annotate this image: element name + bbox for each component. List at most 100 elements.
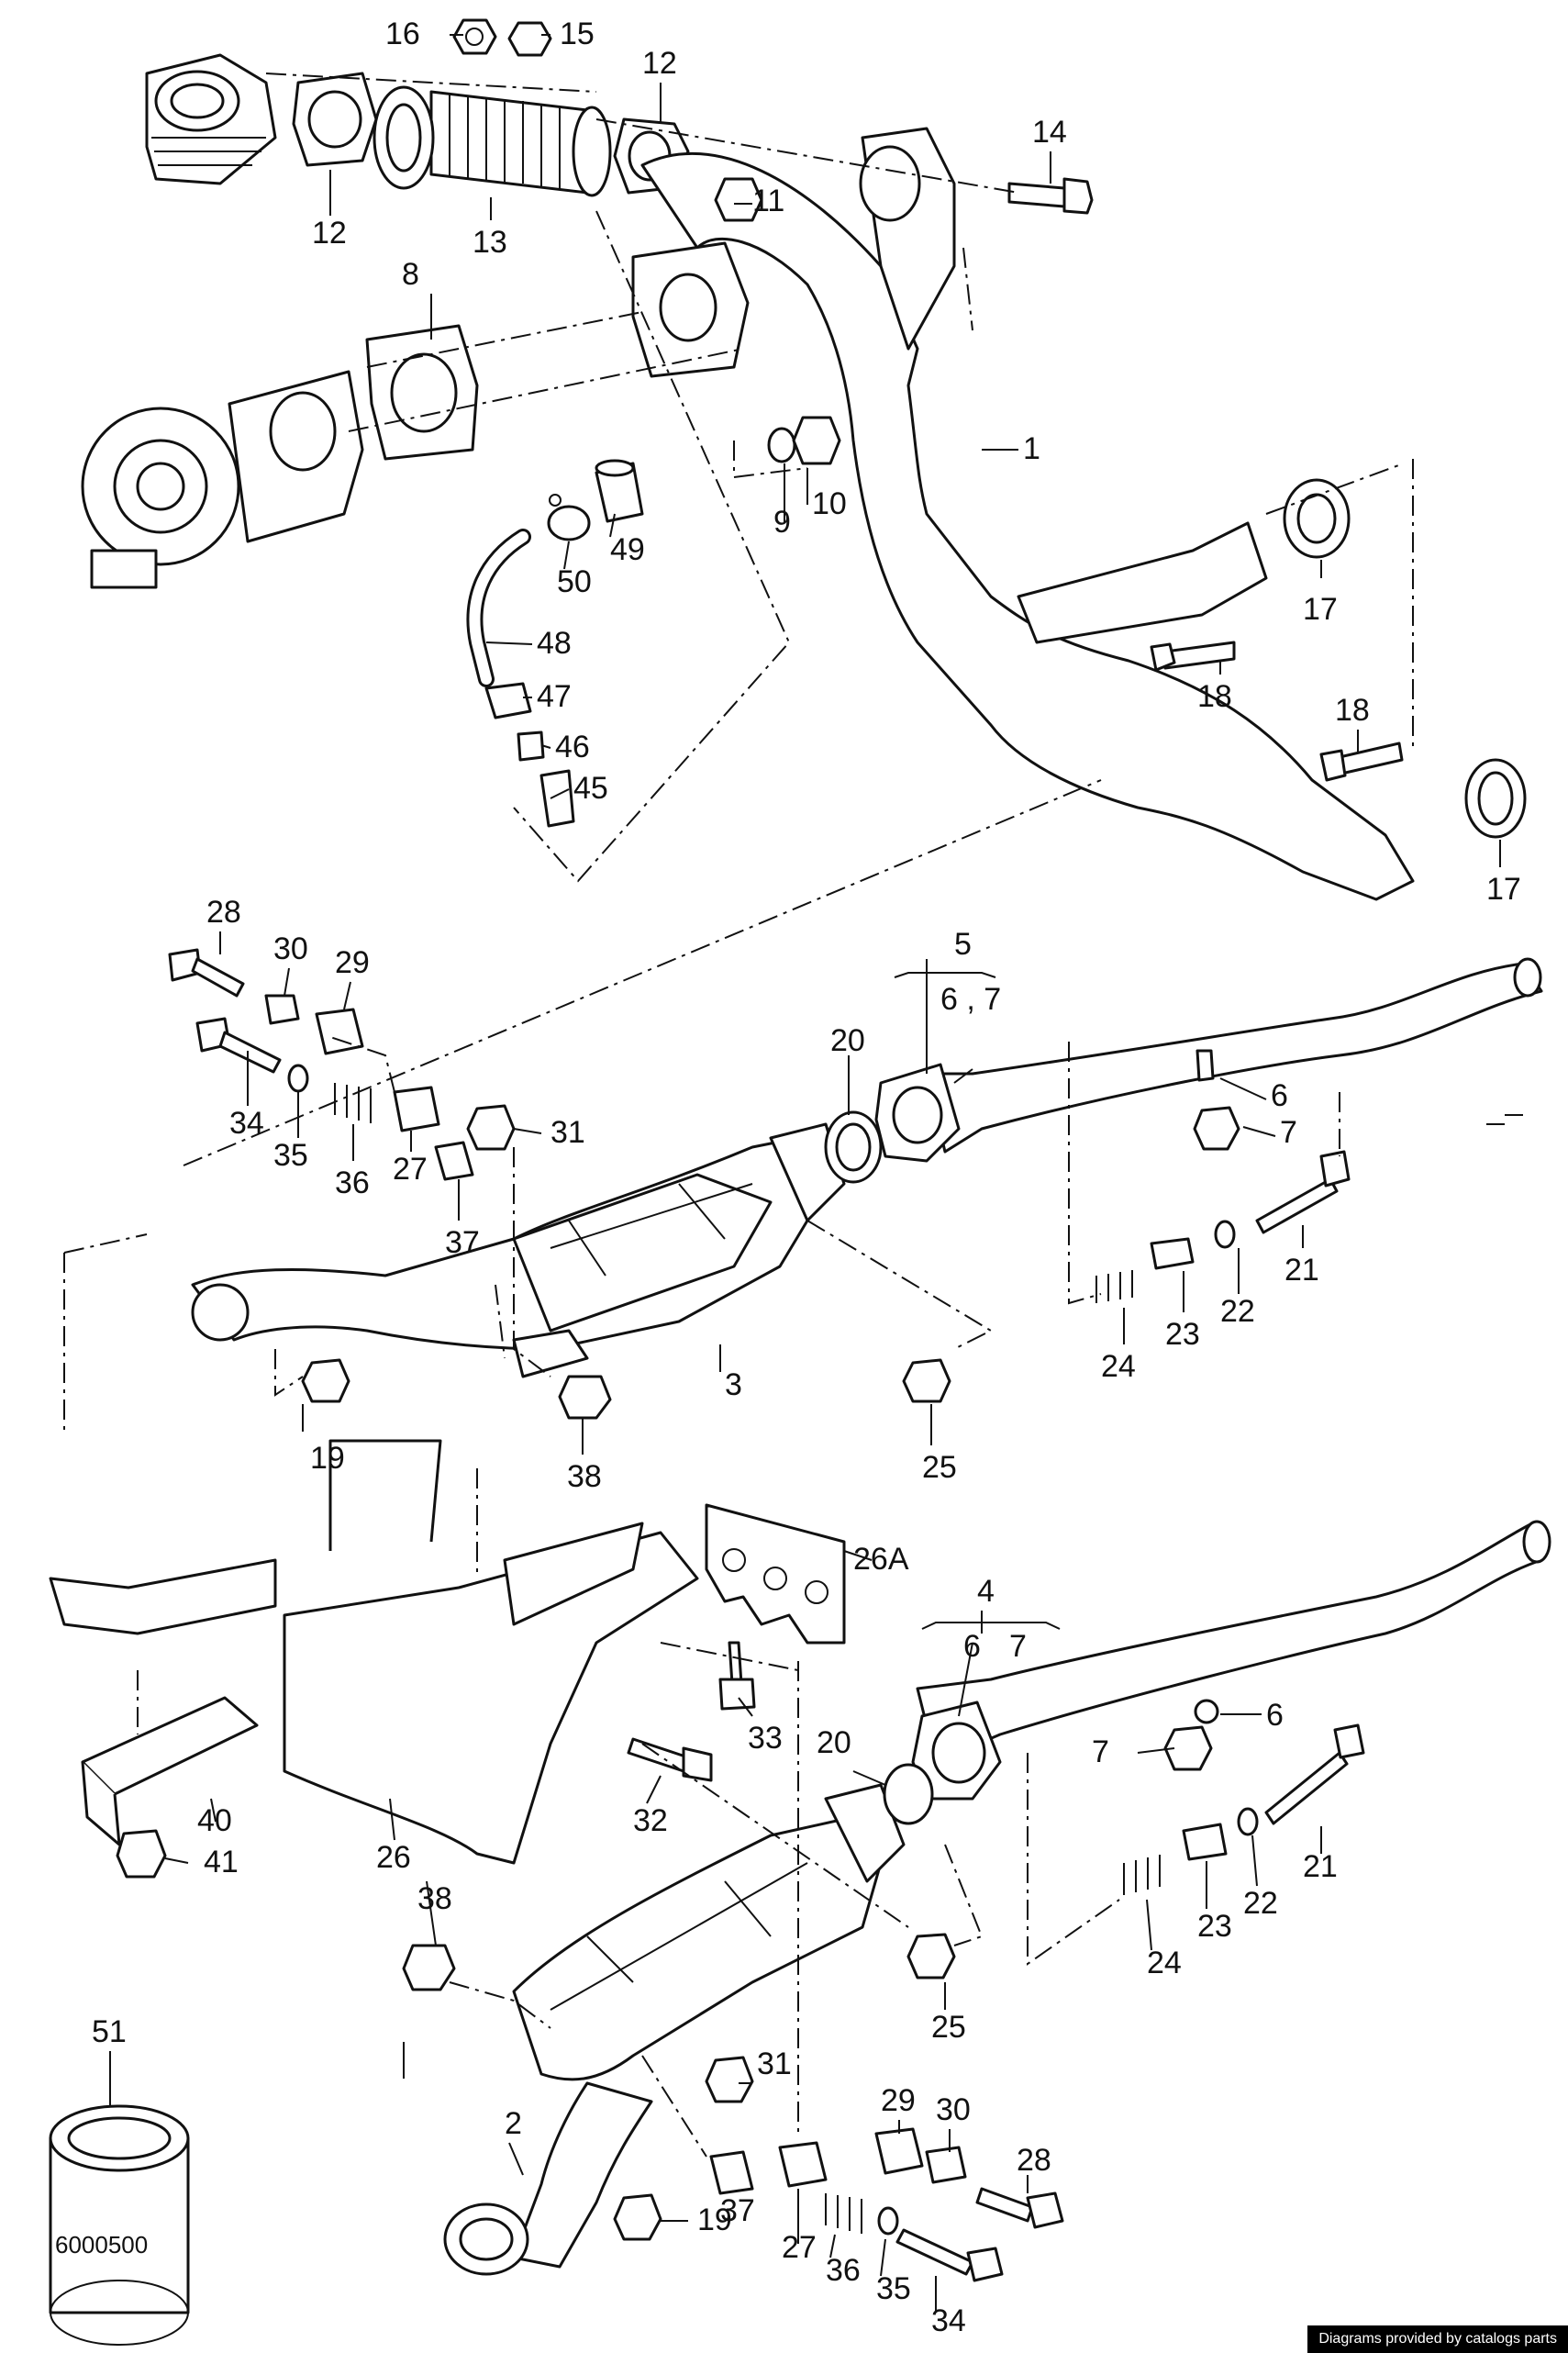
catalytic-converter-3	[191, 1122, 846, 1378]
bolt-34b	[895, 2228, 1004, 2282]
label-51: 51	[92, 2014, 127, 2049]
nut-7b	[1163, 1725, 1213, 1771]
label-14: 14	[1032, 115, 1067, 150]
bushing-29a	[315, 1008, 364, 1055]
label-28a: 28	[206, 895, 241, 930]
fitting-46	[517, 730, 545, 762]
gasket-8	[365, 324, 479, 461]
label-9: 9	[773, 505, 791, 540]
label-31a: 31	[550, 1115, 585, 1150]
clamp-50	[547, 494, 591, 541]
bracket-26A	[705, 1503, 846, 1645]
label-24b: 24	[1147, 1946, 1182, 1980]
label-5: 5	[954, 927, 972, 962]
bracket-5-group	[894, 972, 996, 978]
nut-10	[792, 416, 841, 465]
label-32: 32	[633, 1803, 668, 1838]
label-17b: 17	[1486, 872, 1521, 907]
label-34b: 34	[931, 2303, 966, 2338]
sleeve-23a	[1150, 1237, 1195, 1270]
label-26: 26	[376, 1840, 411, 1875]
label-37b: 37	[720, 2193, 755, 2228]
front-pipe-1	[640, 127, 1415, 901]
label-38b: 38	[417, 1881, 452, 1916]
label-24a: 24	[1101, 1349, 1136, 1384]
sleeve-30b	[925, 2146, 967, 2184]
label-27a: 27	[393, 1152, 428, 1187]
label-23a: 23	[1165, 1317, 1200, 1352]
nut-38a	[558, 1375, 612, 1420]
bolt-21b	[1264, 1723, 1365, 1825]
sleeve-30a	[264, 994, 300, 1025]
spring-36b	[825, 2193, 862, 2234]
label-8: 8	[402, 257, 419, 292]
label-26A: 26A	[853, 1542, 909, 1577]
bolt-28b	[975, 2187, 1064, 2229]
bolt-14	[1007, 177, 1094, 215]
heat-shield-26	[283, 1439, 699, 1865]
label-1: 1	[1023, 431, 1040, 466]
bracket-40	[81, 1696, 259, 1846]
bolt-6a	[1195, 1049, 1215, 1082]
label-11: 11	[752, 184, 784, 218]
label-47: 47	[537, 679, 572, 714]
label-22b: 22	[1243, 1886, 1278, 1921]
label-12b: 12	[312, 216, 347, 251]
bushing-27b	[778, 2141, 828, 2188]
label-28b: 28	[1017, 2143, 1051, 2178]
washer-9	[767, 427, 796, 463]
ring-17b	[1464, 758, 1527, 839]
label-18a: 18	[1197, 679, 1232, 714]
label-45: 45	[573, 771, 608, 806]
nut-19b	[613, 2193, 662, 2241]
nut-7a	[1193, 1106, 1240, 1151]
bushing-27a	[393, 1086, 440, 1132]
label-3: 3	[725, 1367, 742, 1402]
sleeve-23b	[1182, 1823, 1228, 1861]
bolt-18a	[1150, 641, 1236, 672]
nut-31b	[705, 2056, 754, 2103]
label-4-sub-7: 7	[1009, 1629, 1027, 1664]
label-25b: 25	[931, 2010, 966, 2045]
label-12a: 12	[642, 46, 677, 81]
turbocharger-lower	[81, 370, 364, 589]
label-41: 41	[204, 1845, 239, 1879]
nut-41	[116, 1829, 167, 1879]
label-7a: 7	[1280, 1115, 1297, 1150]
engine-mount-bracket	[49, 1558, 277, 1635]
bracket-4-group	[921, 1622, 1061, 1630]
label-34a: 34	[229, 1106, 264, 1141]
label-16: 16	[385, 17, 420, 51]
intermediate-pipe-4	[911, 1520, 1551, 1801]
catalytic-converter-2	[443, 1783, 906, 2276]
part51-marking: 6000500	[55, 2231, 148, 2258]
label-19b: 19	[697, 2202, 732, 2237]
nut-11	[714, 177, 763, 222]
label-36a: 36	[335, 1165, 370, 1200]
callout-labels: 1 2 3 4 6 7 5 6 , 7 6 6 7 7 8 9 10 11 12…	[92, 17, 1521, 2338]
spring-36a	[334, 1083, 372, 1123]
intermediate-pipe-5	[874, 957, 1543, 1163]
hose-48	[466, 529, 531, 687]
flange-gasket-12a	[292, 72, 378, 167]
label-4: 4	[977, 1574, 995, 1609]
flange-dashed-box	[631, 241, 750, 378]
bushing-37b	[709, 2150, 754, 2195]
label-6b: 6	[1266, 1698, 1284, 1733]
label-48: 48	[537, 626, 572, 661]
ring-51: 6000500	[49, 2104, 190, 2346]
label-6a: 6	[1271, 1078, 1288, 1113]
label-30a: 30	[273, 931, 308, 966]
flex-pipe-13	[373, 85, 612, 197]
label-22a: 22	[1220, 1294, 1255, 1329]
nut-15	[507, 21, 552, 57]
nut-25a	[902, 1358, 951, 1403]
washer-22a	[1214, 1220, 1236, 1249]
washer-22b	[1237, 1807, 1259, 1836]
label-15: 15	[560, 17, 595, 51]
bolt-32	[627, 1737, 713, 1782]
spring-24a	[1095, 1270, 1133, 1303]
label-35b: 35	[876, 2271, 911, 2306]
label-5-sub: 6 , 7	[940, 982, 1001, 1017]
